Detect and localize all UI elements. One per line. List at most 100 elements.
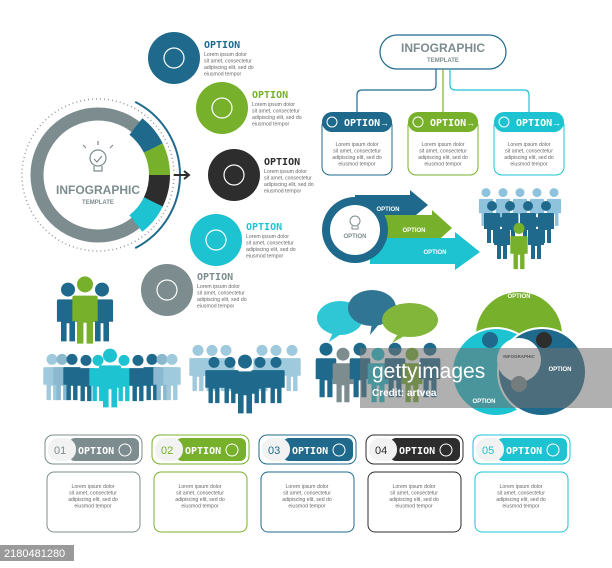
lorem-text: eiusmod tempor bbox=[252, 122, 289, 128]
lorem-text: adipiscing elit, sed do bbox=[282, 497, 332, 503]
step-number: 03 bbox=[268, 445, 280, 457]
globe-location-icon-glyph bbox=[223, 164, 245, 186]
venn-top-label: OPTION bbox=[507, 294, 530, 300]
arrow-right-icon bbox=[174, 170, 191, 180]
venn-labels: INFOGRAPHIC OPTION OPTION bbox=[472, 354, 571, 405]
card-header bbox=[494, 112, 564, 132]
step-number: 05 bbox=[482, 445, 494, 457]
lorem-text: sit amet, consectetur bbox=[197, 291, 245, 297]
watermark-credit: Credit: artvea bbox=[372, 388, 437, 399]
lorem-text: eiusmod tempor bbox=[510, 162, 547, 168]
arrow-hub-label: OPTION bbox=[343, 234, 366, 240]
lorem-text: adipiscing elit, sed do bbox=[197, 297, 247, 303]
lorem-text: eiusmod tempor bbox=[338, 162, 375, 168]
lightbulb-check-icon bbox=[82, 141, 114, 172]
lorem-text: sit amet, consectetur bbox=[252, 109, 300, 115]
arrow-label: OPTION bbox=[402, 228, 425, 234]
lorem-text: Lorem ipsum dolor bbox=[204, 52, 247, 58]
connector-line bbox=[356, 69, 437, 112]
lorem-text: eiusmod tempor bbox=[74, 504, 111, 510]
lorem-text: adipiscing elit, sed do bbox=[68, 497, 118, 503]
lorem-text: sit amet, consectetur bbox=[419, 149, 467, 155]
lorem-text: sit amet, consectetur bbox=[505, 149, 553, 155]
step-number: 04 bbox=[375, 445, 387, 457]
lorem-text: Lorem ipsum dolor bbox=[197, 284, 240, 290]
lorem-text: adipiscing elit, sed do bbox=[389, 497, 439, 503]
image-id: 2180481280 bbox=[4, 548, 65, 560]
venn-right-label: OPTION bbox=[548, 367, 571, 373]
card-label: OPTION bbox=[344, 118, 380, 129]
arrow-hub-center bbox=[330, 205, 380, 255]
option-label: OPTION bbox=[264, 157, 300, 168]
lorem-text: Lorem ipsum dolor bbox=[286, 484, 329, 490]
lorem-text: Lorem ipsum dolor bbox=[179, 484, 222, 490]
lorem-text: eiusmod tempor bbox=[197, 304, 234, 310]
globe-location-icon bbox=[208, 149, 260, 201]
step-number-tab bbox=[262, 438, 290, 461]
card-label: OPTION bbox=[516, 118, 552, 129]
chat-bubbles-icon-glyph bbox=[156, 279, 178, 301]
lorem-text: adipiscing elit, sed do bbox=[246, 247, 296, 253]
lorem-text: adipiscing elit, sed do bbox=[496, 497, 546, 503]
lorem-text: eiusmod tempor bbox=[204, 72, 241, 78]
step-label: OPTION bbox=[399, 446, 435, 457]
lorem-text: Lorem ipsum dolor bbox=[393, 484, 436, 490]
step-label: OPTION bbox=[506, 446, 542, 457]
speech-bubble-icon bbox=[382, 303, 438, 337]
arrow-right-icon: → bbox=[380, 118, 389, 128]
lorem-text: sit amet, consectetur bbox=[283, 491, 331, 497]
step-number-tab bbox=[155, 438, 183, 461]
arrow-diagram: OPTION OPTION OPTION OPTION bbox=[322, 190, 480, 270]
chat-bubbles-icon bbox=[412, 116, 424, 128]
step-label: OPTION bbox=[292, 446, 328, 457]
arrow-right-icon: → bbox=[552, 118, 561, 128]
lorem-text: eiusmod tempor bbox=[264, 189, 301, 195]
wheel-segment bbox=[142, 174, 170, 207]
person-icon bbox=[233, 354, 257, 414]
arrow-right-icon: → bbox=[466, 118, 475, 128]
lorem-text: adipiscing elit, sed do bbox=[175, 497, 225, 503]
lorem-text: sit amet, consectetur bbox=[204, 59, 252, 65]
tree-subtitle: TEMPLATE bbox=[427, 58, 459, 64]
lorem-text: Lorem ipsum dolor bbox=[336, 142, 379, 148]
lorem-text: eiusmod tempor bbox=[395, 504, 432, 510]
head-gear-icon bbox=[536, 332, 552, 348]
growth-chart-icon bbox=[148, 32, 200, 84]
step-number-tab bbox=[369, 438, 397, 461]
chess-rook-icon bbox=[190, 214, 242, 266]
step-label: OPTION bbox=[185, 446, 221, 457]
wheel-title: INFOGRAPHIC bbox=[56, 183, 140, 197]
watermark-brand: gettyimages bbox=[372, 360, 485, 383]
chess-rook-icon bbox=[326, 116, 338, 128]
arrow-label: OPTION bbox=[376, 207, 399, 213]
lightbulb-icon bbox=[349, 215, 361, 230]
arrow-label: OPTION bbox=[423, 250, 446, 256]
brain-icon-glyph bbox=[211, 97, 233, 119]
image-id-box bbox=[0, 545, 74, 561]
lorem-text: sit amet, consectetur bbox=[264, 176, 312, 182]
person-icon bbox=[72, 276, 98, 344]
venn-center-label: INFOGRAPHIC bbox=[503, 354, 535, 359]
lorem-text: eiusmod tempor bbox=[424, 162, 461, 168]
wheel-center bbox=[47, 124, 149, 226]
speech-bubbles bbox=[317, 290, 438, 343]
tree-diagram: INFOGRAPHIC TEMPLATE OPTION→Lorem ipsum … bbox=[321, 34, 565, 176]
person-icon bbox=[283, 344, 301, 392]
card-header bbox=[408, 112, 478, 132]
step-number: 01 bbox=[54, 445, 66, 457]
lorem-text: Lorem ipsum dolor bbox=[264, 169, 307, 175]
arrow-2 bbox=[380, 210, 452, 246]
lorem-text: eiusmod tempor bbox=[288, 504, 325, 510]
arrow-3 bbox=[370, 232, 480, 270]
